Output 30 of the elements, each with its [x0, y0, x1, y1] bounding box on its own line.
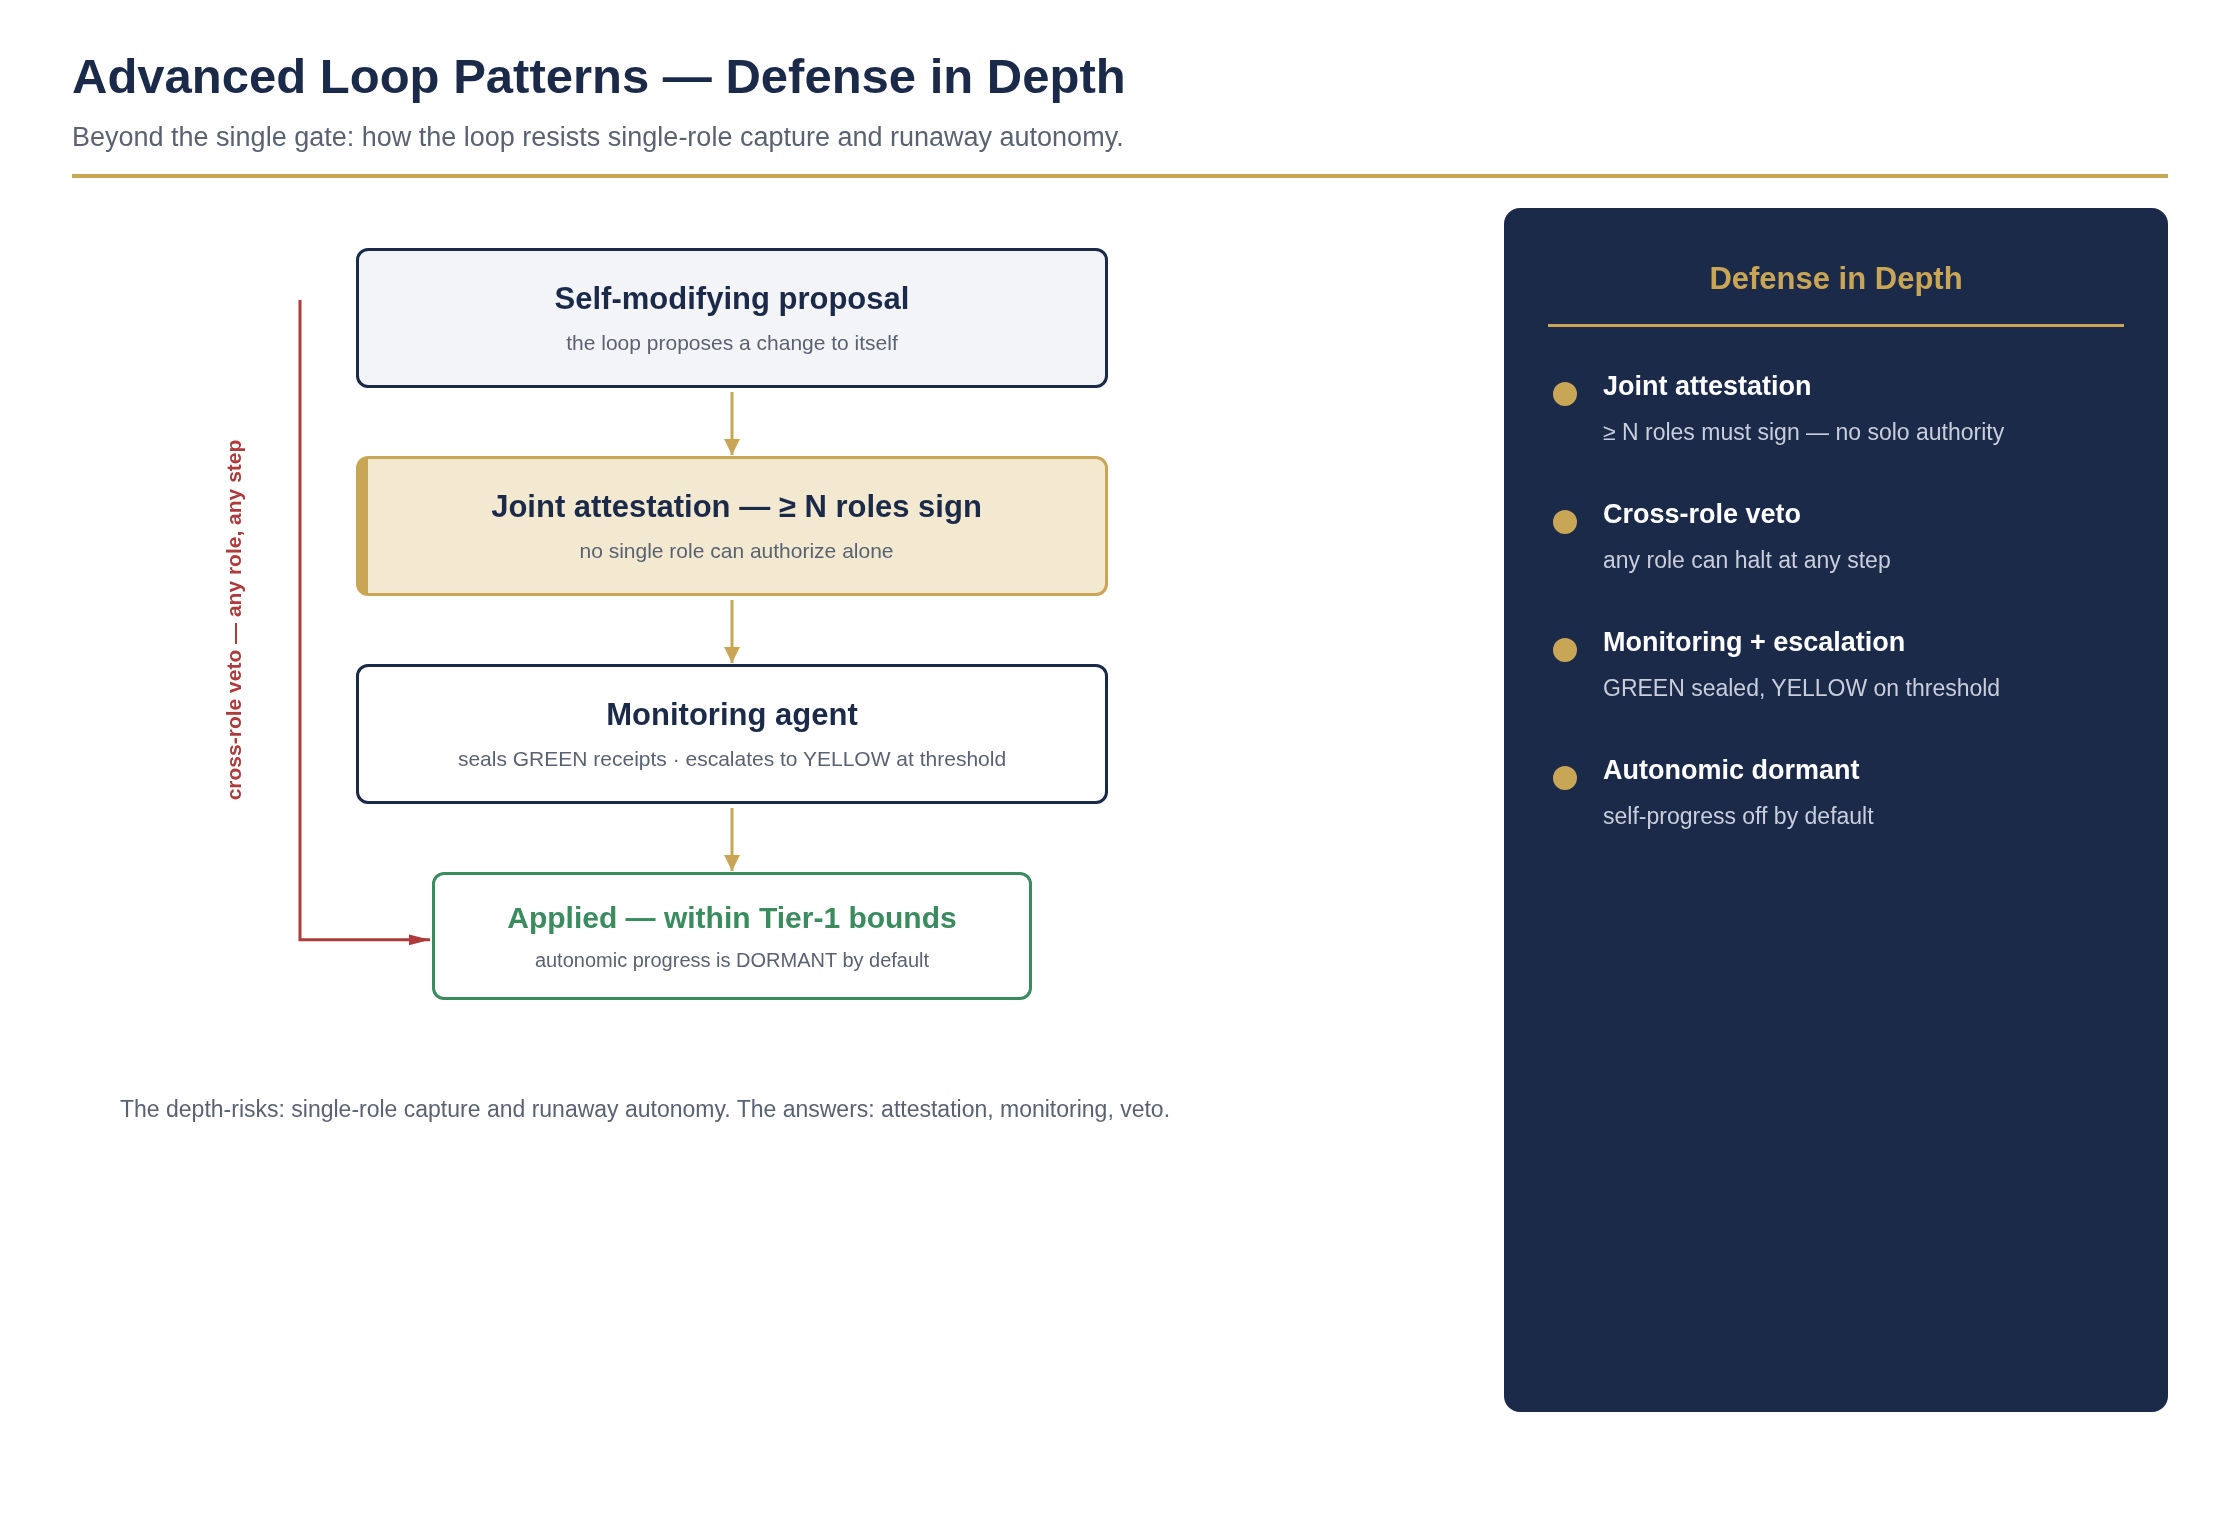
process-box	[356, 248, 1108, 388]
caption: The depth-risks: single-role capture and runaway autonomy. The answers: attestation, monitoring, veto.	[120, 1096, 1171, 1123]
result-box	[432, 872, 1032, 1000]
diagram-title: Advanced Loop Patterns — Defense in Depth	[72, 48, 1126, 104]
panel-heading: Defense in Depth	[1709, 261, 1963, 297]
arrow	[298, 300, 430, 946]
side-panel	[1504, 208, 2168, 1412]
box-description: the loop proposes a change to itself	[566, 331, 898, 355]
box-description: seals GREEN receipts · escalates to YELLOW at threshold	[457, 747, 1007, 771]
edge-label: cross-role veto — any role, any step	[222, 439, 246, 801]
attestation-box	[356, 456, 1108, 596]
item-description: self-progress off by default	[1603, 803, 1874, 830]
box-heading: Self-modifying proposal	[554, 281, 910, 317]
arrow	[724, 392, 740, 455]
box-description: autonomic progress is DORMANT by default	[534, 948, 930, 972]
box-heading: Monitoring agent	[606, 697, 858, 733]
item-description: GREEN sealed, YELLOW on threshold	[1603, 675, 2001, 702]
item-description: any role can halt at any step	[1603, 547, 1891, 574]
arrow	[724, 600, 740, 663]
arrow	[724, 808, 740, 871]
item-heading: Autonomic dormant	[1603, 755, 1860, 786]
item-description: ≥ N roles must sign — no solo authority	[1603, 419, 2005, 446]
box-heading: Applied — within Tier-1 bounds	[507, 900, 957, 935]
item-heading: Monitoring + escalation	[1603, 627, 1906, 658]
subtitle: Beyond the single gate: how the loop resists single-role capture and runaway autonomy.	[72, 122, 1124, 153]
box-description: no single role can authorize alone	[579, 539, 894, 563]
box-heading: Joint attestation — ≥ N roles sign	[491, 489, 982, 525]
item-heading: Joint attestation	[1603, 371, 1812, 402]
process-box	[356, 664, 1108, 804]
item-heading: Cross-role veto	[1603, 499, 1802, 530]
